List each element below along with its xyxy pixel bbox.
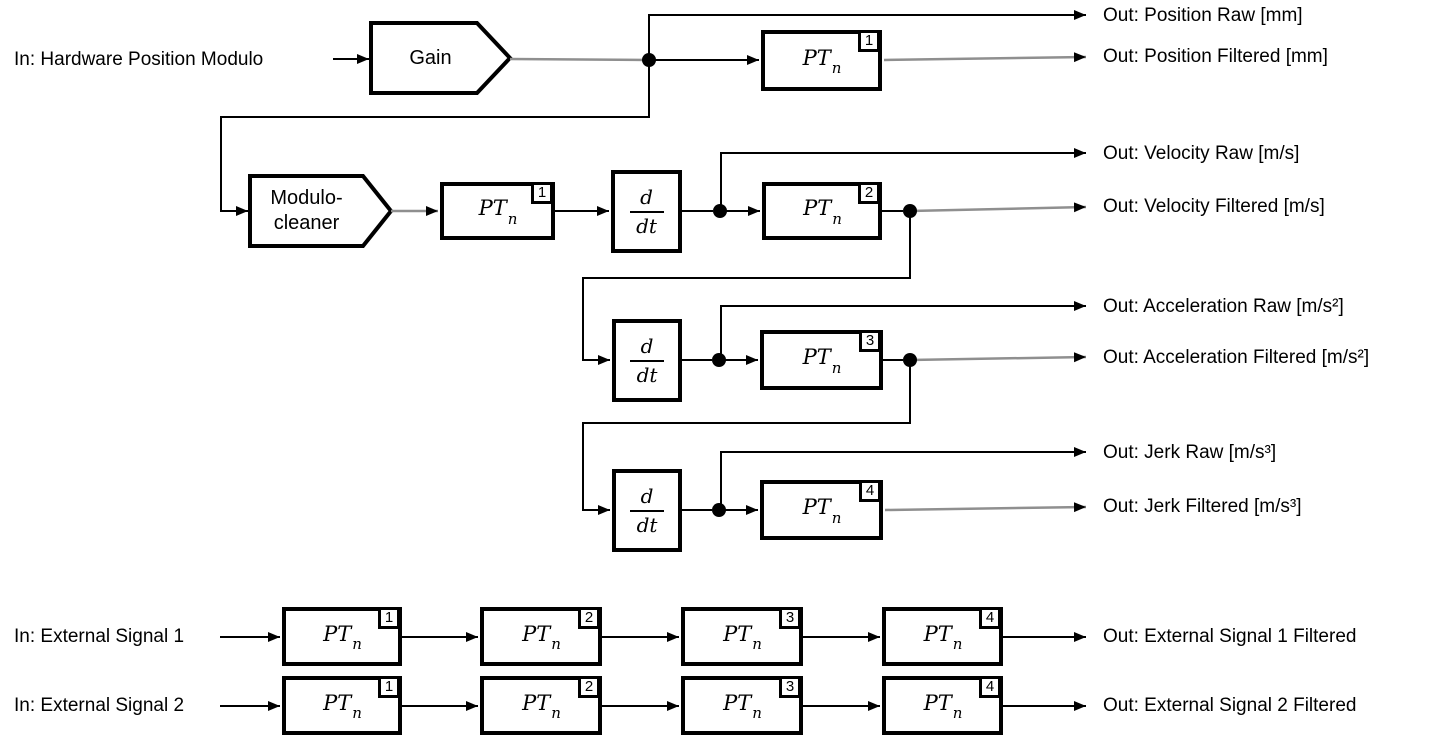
ddt-numerator: d xyxy=(630,484,664,512)
filter-order-badge: 4 xyxy=(979,676,1001,698)
pt-label: PTn xyxy=(923,621,963,654)
filter-order-badge: 1 xyxy=(531,182,553,204)
pt-block-ext2-1: PTn 1 xyxy=(282,676,402,735)
input-label-external-signal-1: In: External Signal 1 xyxy=(14,626,185,647)
wire-feed-jerk xyxy=(582,360,911,515)
wire-velocity-raw xyxy=(720,148,1086,211)
pt-block-ext2-4: PTn 4 xyxy=(882,676,1003,735)
ddt-block-velocity: d dt xyxy=(611,170,682,253)
output-label-acceleration-raw: Out: Acceleration Raw [m/s²] xyxy=(1103,296,1344,317)
output-label-ext1-filtered: Out: External Signal 1 Filtered xyxy=(1103,626,1357,647)
ddt-block-acceleration: d dt xyxy=(612,319,682,402)
pt-label: PTn xyxy=(723,621,762,654)
wire-position-filtered xyxy=(883,52,1087,63)
wire-velocity-filtered xyxy=(909,202,1087,213)
output-label-position-raw: Out: Position Raw [mm] xyxy=(1103,5,1303,26)
filter-order-badge: 2 xyxy=(578,607,600,629)
output-label-acceleration-filtered: Out: Acceleration Filtered [m/s²] xyxy=(1103,347,1370,368)
junction-dot-accel-raw xyxy=(712,353,726,367)
filter-order-badge: 4 xyxy=(979,607,1001,629)
filter-order-badge: 2 xyxy=(578,676,600,698)
output-label-velocity-raw: Out: Velocity Raw [m/s] xyxy=(1103,143,1300,164)
pt-label: PTn xyxy=(803,196,842,228)
filter-order-badge: 3 xyxy=(779,676,801,698)
wire-gain-out xyxy=(509,57,650,62)
junction-dot-velocity-raw xyxy=(713,204,727,218)
pt-block-jerk: PTn 4 xyxy=(760,480,883,540)
output-label-position-filtered: Out: Position Filtered [mm] xyxy=(1103,46,1328,67)
pt-label: PTn xyxy=(723,690,762,723)
filter-order-badge: 1 xyxy=(378,676,400,698)
filter-order-badge: 1 xyxy=(858,30,880,52)
pt-block-acceleration: PTn 3 xyxy=(760,330,883,390)
filter-order-badge: 3 xyxy=(859,330,881,352)
pt-block-ext1-4: PTn 4 xyxy=(882,607,1003,666)
filter-order-badge: 4 xyxy=(859,480,881,502)
filter-order-badge: 1 xyxy=(378,607,400,629)
pt-label: PTn xyxy=(522,690,561,723)
pt-block-ext1-3: PTn 3 xyxy=(681,607,803,666)
modulo-cleaner-block-label: Modulo- cleaner xyxy=(250,176,363,246)
pt-label: PTn xyxy=(923,690,963,723)
ddt-denominator: dt xyxy=(636,362,658,387)
pt-label: PTn xyxy=(802,45,842,78)
ddt-denominator: dt xyxy=(636,213,657,238)
wire-jerk-filtered xyxy=(884,502,1087,513)
pt-label: PTn xyxy=(323,690,362,723)
junction-dot-accel-filtered xyxy=(903,353,917,367)
wire-jerk-raw xyxy=(720,447,1086,510)
output-label-ext2-filtered: Out: External Signal 2 Filtered xyxy=(1103,695,1357,716)
output-label-jerk-filtered: Out: Jerk Filtered [m/s³] xyxy=(1103,496,1302,517)
input-label-external-signal-2: In: External Signal 2 xyxy=(14,695,185,716)
junction-dot-position xyxy=(642,53,656,67)
pt-block-ext1-2: PTn 2 xyxy=(480,607,602,666)
pt-block-ext2-3: PTn 3 xyxy=(681,676,803,735)
wire-accel-filtered xyxy=(909,352,1087,363)
modulo-line1: Modulo- xyxy=(270,187,343,209)
wire-feed-modulo xyxy=(220,60,650,216)
gain-block-label: Gain xyxy=(409,46,452,69)
pt-block-velocity-pre: PTn 1 xyxy=(440,182,555,240)
junction-dot-jerk-raw xyxy=(712,503,726,517)
output-label-jerk-raw: Out: Jerk Raw [m/s³] xyxy=(1103,442,1277,463)
output-label-velocity-filtered: Out: Velocity Filtered [m/s] xyxy=(1103,196,1325,217)
pt-block-ext2-2: PTn 2 xyxy=(480,676,602,735)
modulo-line2: cleaner xyxy=(273,212,340,234)
ddt-block-jerk: d dt xyxy=(612,469,682,552)
gain-block-shape xyxy=(369,21,513,95)
pt-block-ext1-1: PTn 1 xyxy=(282,607,402,666)
pt-label: PTn xyxy=(478,196,518,228)
junction-dot-velocity-filtered xyxy=(903,204,917,218)
filter-order-badge: 2 xyxy=(858,182,880,204)
wire-feed-accel xyxy=(582,211,911,365)
pt-block-velocity: PTn 2 xyxy=(762,182,882,240)
pt-label: PTn xyxy=(522,621,561,654)
filter-order-badge: 3 xyxy=(779,607,801,629)
pt-label: PTn xyxy=(323,621,362,654)
ddt-numerator: d xyxy=(629,185,664,213)
pt-block-position: PTn 1 xyxy=(761,30,882,91)
pt-label: PTn xyxy=(802,345,842,377)
wire-position-raw xyxy=(648,10,1086,60)
pt-label: PTn xyxy=(802,495,842,527)
wire-accel-raw xyxy=(720,301,1086,360)
modulo-cleaner-block-shape xyxy=(248,174,394,248)
ddt-numerator: d xyxy=(630,334,664,362)
ddt-denominator: dt xyxy=(636,512,658,537)
input-label-hw-position-modulo: In: Hardware Position Modulo xyxy=(14,49,264,70)
